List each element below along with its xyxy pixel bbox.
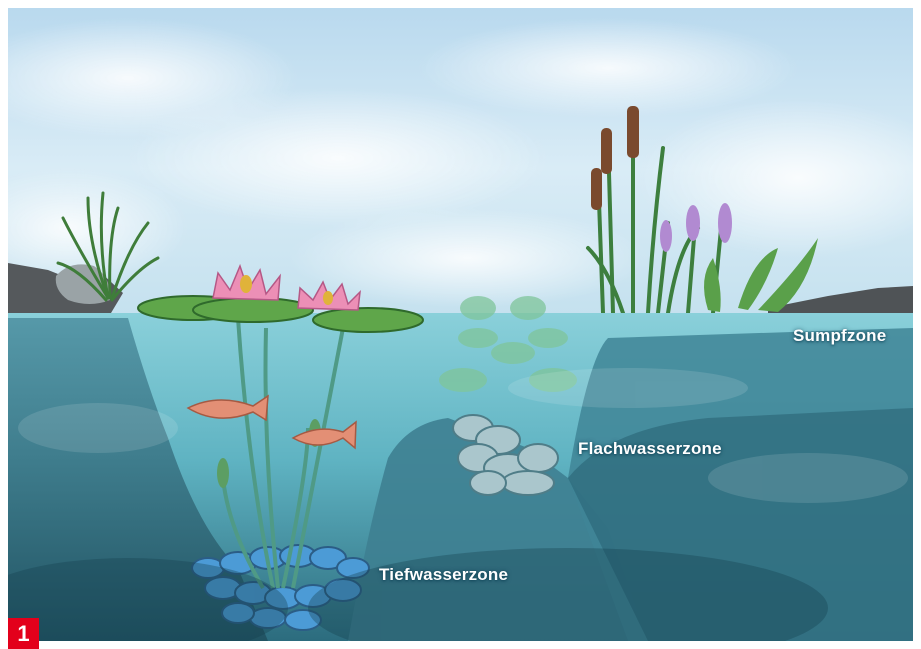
label-sumpfzone: Sumpfzone (793, 326, 886, 346)
deep-shadow (8, 548, 828, 641)
pond-illustration: Sumpfzone Flachwasserzone Tiefwasserzone (8, 8, 913, 641)
label-tiefwasserzone: Tiefwasserzone (379, 565, 508, 585)
figure-number-badge: 1 (8, 618, 39, 649)
label-flachwasserzone: Flachwasserzone (578, 439, 722, 459)
